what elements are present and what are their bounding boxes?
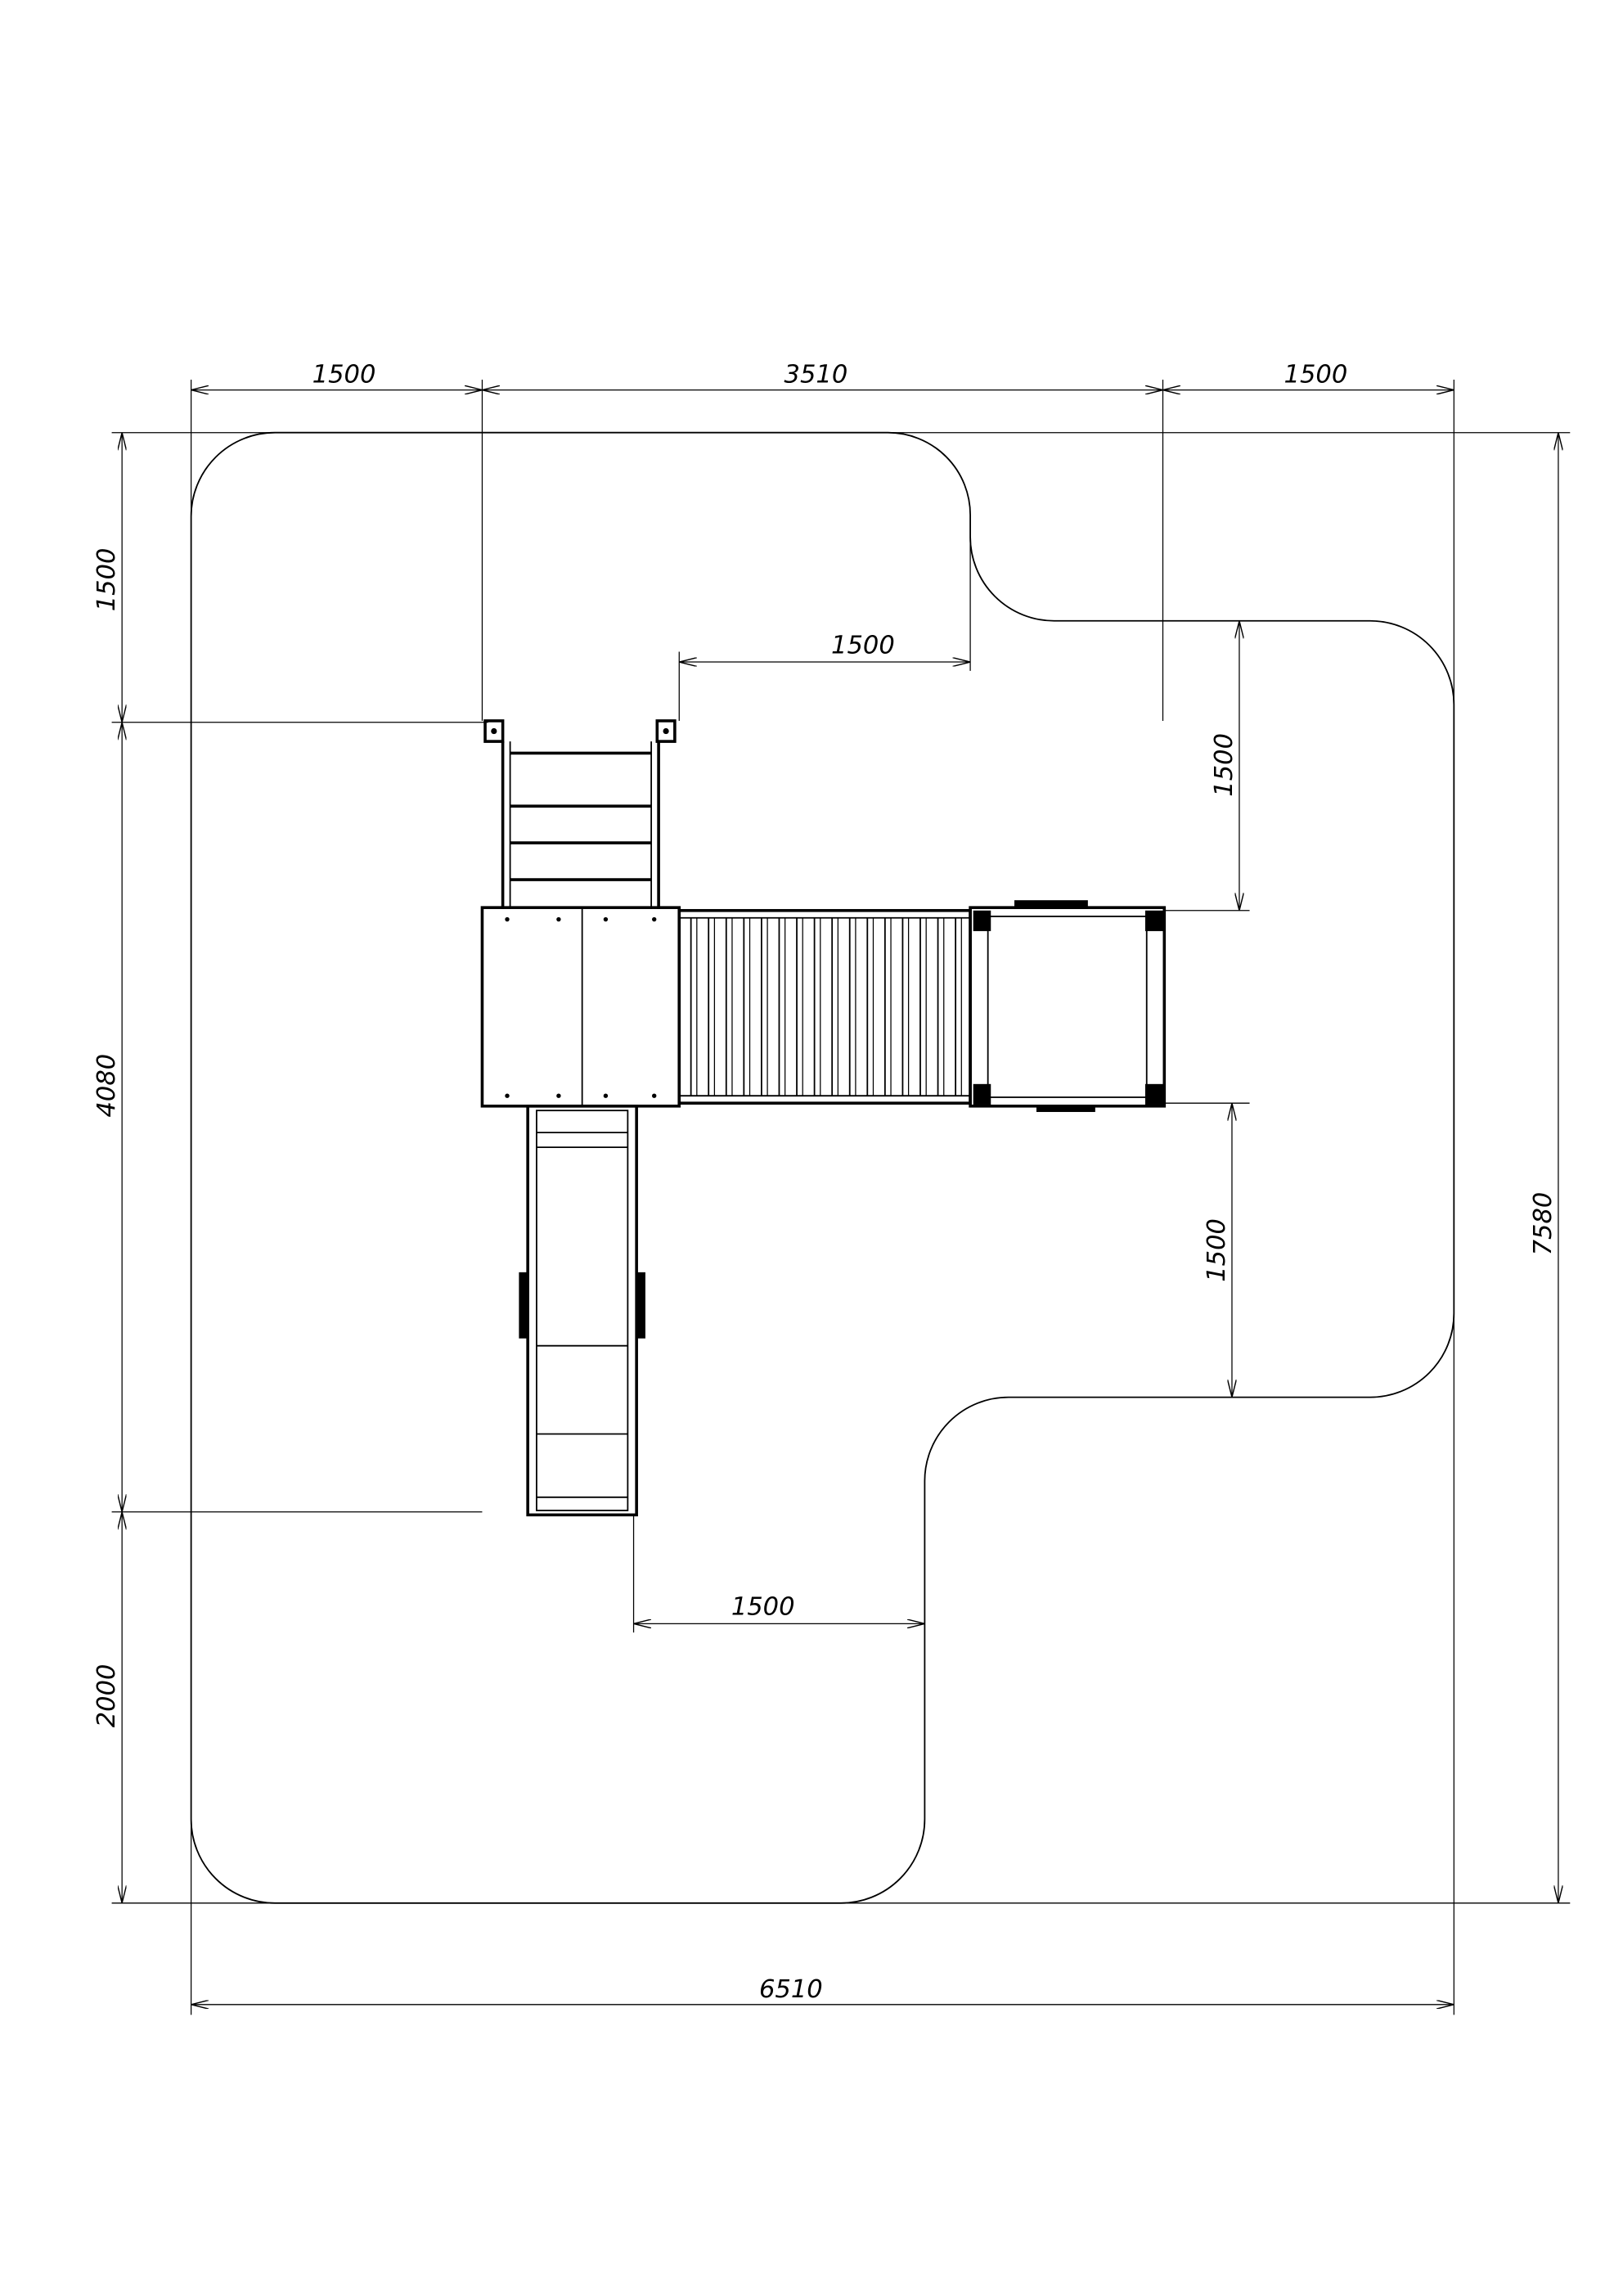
dimension-lines xyxy=(122,390,1558,2005)
bridge xyxy=(677,908,972,1105)
safety-zone-outline xyxy=(190,431,1455,1904)
dim-top-middle: 3510 xyxy=(785,361,848,389)
dim-left-top: 1500 xyxy=(92,548,121,612)
dim-left-bottom: 2000 xyxy=(92,1664,121,1728)
dim-right-total: 7580 xyxy=(1529,1192,1558,1256)
dim-top-right: 1500 xyxy=(1284,361,1348,389)
dim-inner-bottom: 1500 xyxy=(731,1593,795,1622)
dim-inner-top: 1500 xyxy=(831,631,895,660)
extension-lines xyxy=(111,380,1571,2015)
ladder xyxy=(483,719,677,909)
dim-inner-right-lower: 1500 xyxy=(1203,1218,1231,1282)
small-tower xyxy=(969,900,1167,1112)
dim-bottom-total: 6510 xyxy=(759,1975,823,2004)
dim-top-left: 1500 xyxy=(312,361,376,389)
main-tower-platform xyxy=(480,906,681,1108)
dim-inner-right-upper: 1500 xyxy=(1210,733,1239,797)
slide xyxy=(519,1104,645,1517)
dim-left-middle: 4080 xyxy=(92,1054,121,1118)
